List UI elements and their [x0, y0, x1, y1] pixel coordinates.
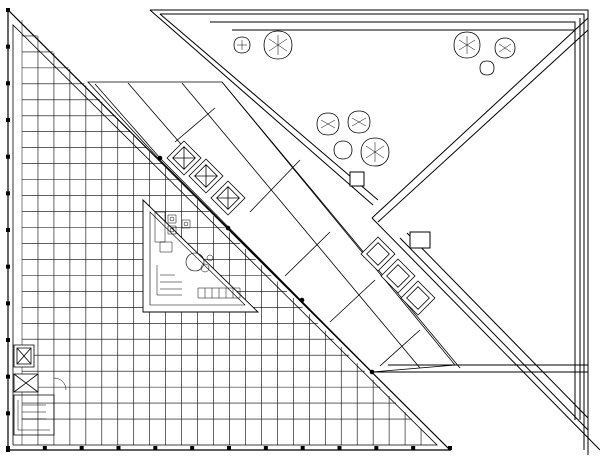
- column-marker: [263, 446, 268, 450]
- column-marker: [337, 446, 342, 450]
- tree: [264, 31, 292, 59]
- column-marker: [448, 446, 452, 450]
- column-marker: [411, 446, 416, 450]
- service-core: [143, 200, 258, 312]
- column-marker: [6, 191, 10, 196]
- tree: [234, 37, 250, 53]
- column-marker: [190, 446, 195, 450]
- southwest-core: [14, 345, 66, 435]
- column-marker: [6, 228, 10, 232]
- elevator-bank-south: [361, 237, 435, 315]
- column-marker: [6, 301, 10, 306]
- column-marker: [116, 446, 121, 450]
- elevator-bank-north: [167, 141, 245, 215]
- courtyard-walls: [150, 10, 600, 455]
- trees: [234, 31, 515, 166]
- tree: [334, 141, 352, 159]
- column-marker: [6, 81, 10, 86]
- column-marker: [227, 446, 231, 450]
- column-marker: [6, 448, 10, 452]
- column-markers: [6, 8, 452, 452]
- column-marker: [153, 446, 158, 450]
- column-marker: [6, 154, 10, 159]
- tree: [454, 32, 480, 58]
- column-marker: [6, 374, 10, 379]
- tree: [317, 113, 339, 135]
- tree: [495, 38, 515, 58]
- structural-nodes: [157, 155, 375, 375]
- floor-tile-grid: [22, 36, 421, 445]
- column-marker: [79, 446, 84, 450]
- tree: [348, 111, 370, 133]
- column-marker: [6, 338, 10, 342]
- column-marker: [6, 264, 10, 269]
- column-marker: [6, 44, 10, 49]
- column-marker: [6, 118, 10, 122]
- column-marker: [6, 8, 10, 12]
- column-marker: [6, 411, 10, 416]
- column-marker: [374, 446, 379, 450]
- tree: [480, 61, 494, 75]
- tree: [361, 138, 389, 166]
- column-marker: [42, 446, 47, 450]
- column-marker: [300, 446, 305, 450]
